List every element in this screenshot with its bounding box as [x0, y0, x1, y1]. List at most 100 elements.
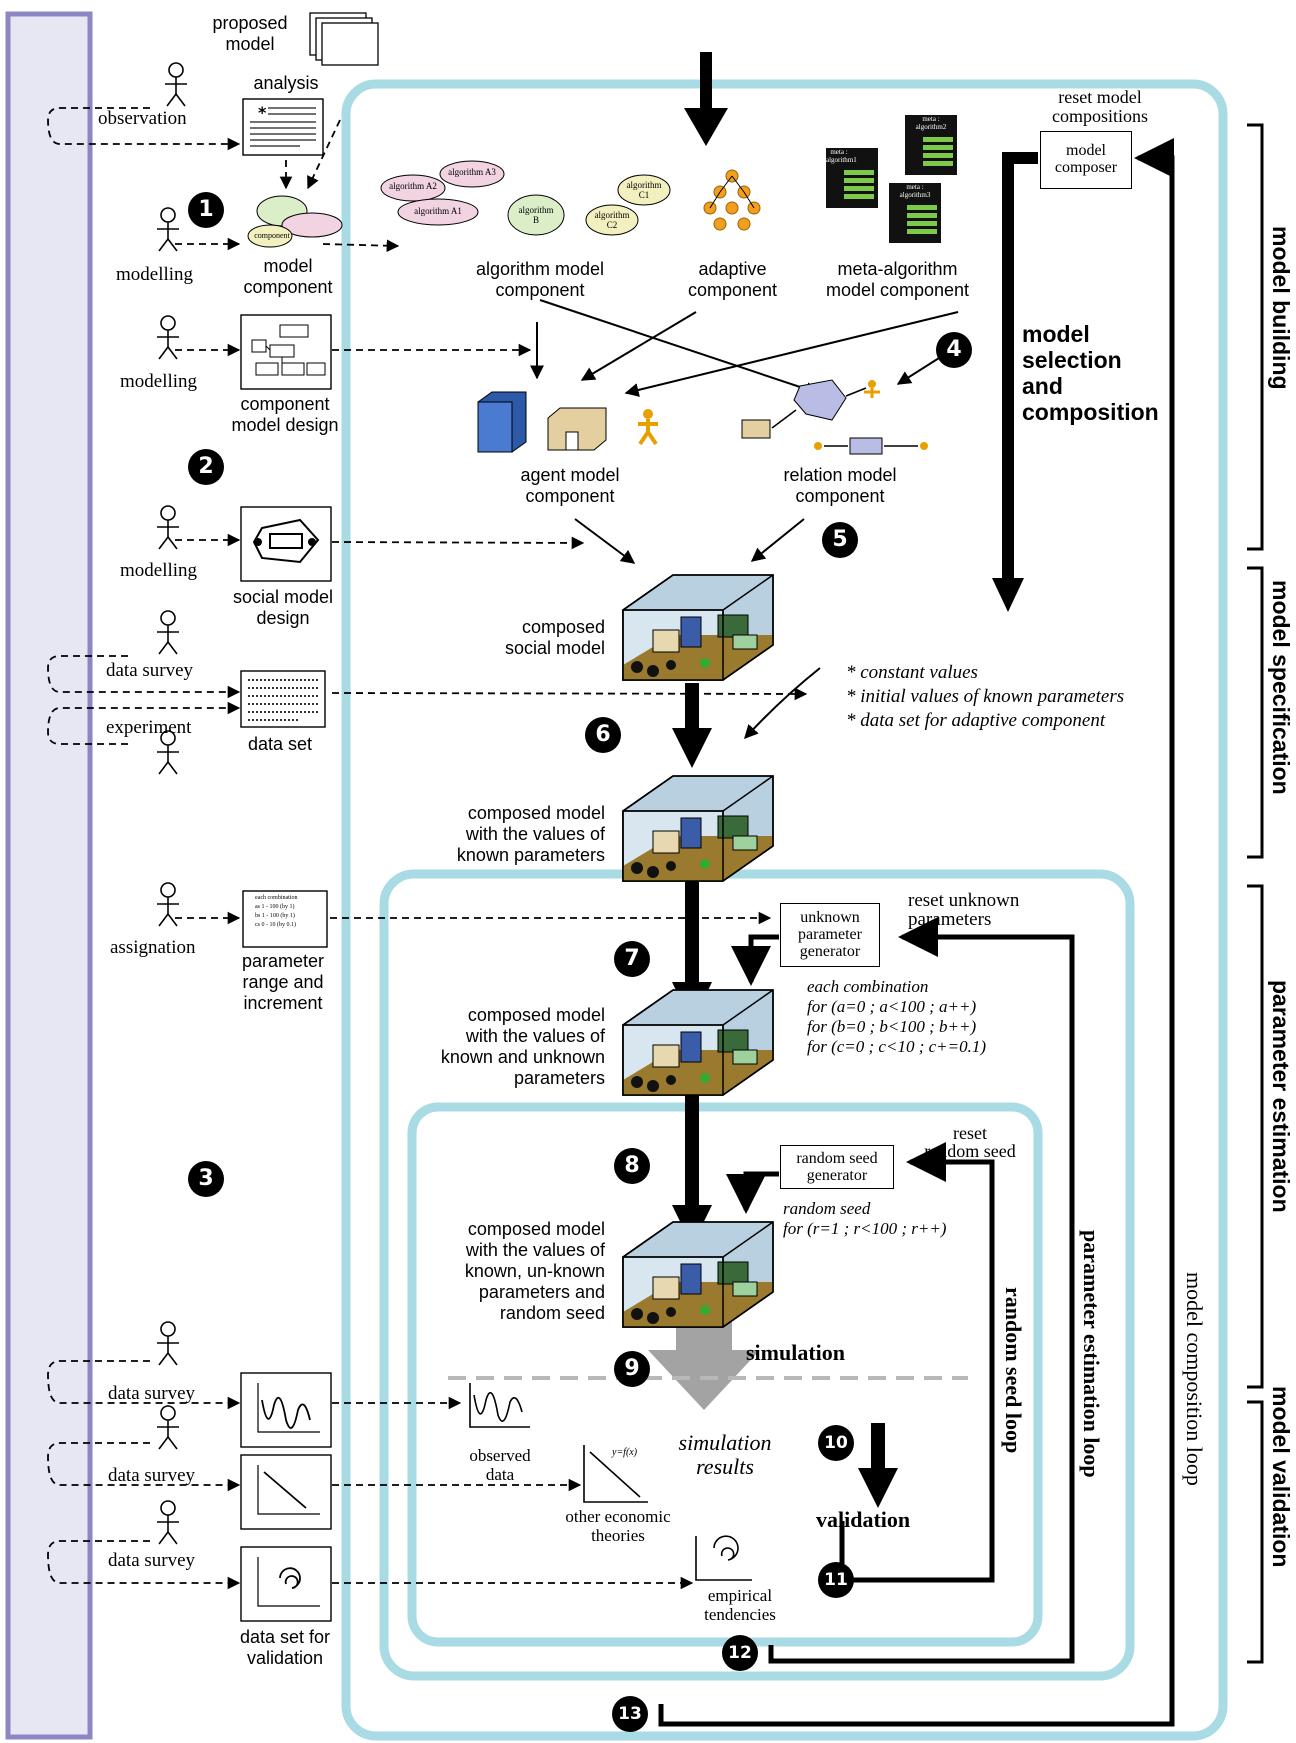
step-8-badge: 8	[614, 1148, 650, 1184]
step-13-badge: 13	[612, 1696, 648, 1732]
person-assignation-icon	[157, 883, 179, 926]
bracket-model-specification	[1247, 568, 1262, 857]
data-survey-1-label: data survey	[106, 660, 193, 681]
simulation-label: simulation	[746, 1342, 845, 1363]
adaptive-tree-icon	[704, 170, 760, 230]
person-observation-icon	[165, 63, 187, 106]
other-economic-theories-label: other economic theories	[548, 1507, 688, 1545]
component-model-design-doc-icon	[241, 315, 331, 389]
component-model-design-label: component model design	[220, 394, 350, 436]
algorithm-model-component-label: algorithm model component	[460, 259, 620, 301]
social-model-design-doc-icon	[241, 507, 331, 581]
validation-label: validation	[816, 1509, 910, 1530]
empirical-tendencies-chart-icon	[696, 1536, 752, 1580]
step-9-badge: 9	[614, 1351, 650, 1387]
person-data-survey-3-icon	[157, 1406, 179, 1449]
agent-model-icons	[478, 392, 658, 452]
step-11-badge: 11	[818, 1562, 854, 1598]
model-selection-label: model selection and composition	[1022, 321, 1159, 425]
analysis-doc-icon: *	[243, 99, 323, 155]
parameter-estimation-loop-label: parameter estimation loop	[1078, 1230, 1104, 1478]
agent-model-component-label: agent model component	[490, 465, 650, 507]
reset-model-compositions-label: reset model compositions	[1035, 88, 1165, 126]
constants-label: * constant values * initial values of kn…	[846, 661, 1124, 733]
meta-3-label: meta : algorithm3	[889, 183, 941, 199]
meta-2-label: meta : algorithm2	[905, 115, 957, 131]
step-1-badge: 1	[188, 192, 224, 228]
step-3-badge: 3	[188, 1161, 224, 1197]
observation-label: observation	[98, 108, 187, 129]
composed-known-model-icon	[623, 776, 773, 881]
step-6-badge: 6	[585, 717, 621, 753]
relation-model-icons	[742, 380, 928, 454]
bracket-parameter-estimation	[1247, 886, 1262, 1387]
algo-b-label: algorithm B	[511, 205, 561, 225]
adaptive-component-label: adaptive component	[670, 259, 795, 301]
algo-c2-label: algorithm C2	[587, 210, 637, 230]
svg-text:*: *	[258, 103, 267, 122]
data-survey-2-label: data survey	[108, 1383, 195, 1404]
observed-data-chart-icon	[470, 1383, 530, 1427]
relation-model-component-label: relation model component	[760, 465, 920, 507]
algo-a2-label: algorithm A2	[383, 181, 443, 191]
person-data-survey-4-icon	[157, 1501, 179, 1544]
proposed-model-doc-icon	[310, 13, 378, 65]
phase-model-building-label: model building	[1267, 226, 1294, 390]
meta-algorithm-model-component-label: meta-algorithm model component	[810, 259, 985, 301]
random-seed-generator-box: random seed generator	[780, 1145, 894, 1189]
meta-algorithm-docs-icon	[826, 115, 957, 243]
experiment-label: experiment	[106, 717, 191, 738]
validation-doc-1-icon	[241, 1373, 331, 1447]
modelling-1-label: modelling	[116, 264, 193, 285]
step-5-badge: 5	[822, 522, 858, 558]
step-7-badge: 7	[614, 941, 650, 977]
reset-random-seed-label: reset random seed	[910, 1124, 1030, 1160]
validation-doc-3-icon	[241, 1547, 331, 1621]
person-modelling-2-icon	[157, 316, 179, 359]
meta-1-label: meta : algorithm1	[826, 148, 852, 164]
proposed-model-label: proposed model	[205, 13, 295, 55]
validation-doc-2-icon	[241, 1455, 331, 1529]
each-combination-label: each combination for (a=0 ; a<100 ; a++)…	[807, 977, 986, 1057]
algo-c1-label: algorithm C1	[619, 180, 669, 200]
empirical-tendencies-label: empirical tendencies	[685, 1586, 795, 1624]
composed-random-seed-model-icon	[623, 1222, 773, 1327]
step-12-badge: 12	[722, 1635, 758, 1671]
composed-social-model-icon	[623, 575, 773, 680]
random-seed-loop-text: random seed for (r=1 ; r<100 ; r++)	[783, 1199, 946, 1239]
modelling-3-label: modelling	[120, 560, 197, 581]
data-set-doc-icon	[241, 671, 325, 727]
model-composition-loop-label: model composition loop	[1181, 1272, 1207, 1486]
phase-model-validation-label: model validation	[1267, 1386, 1294, 1567]
algo-a1-label: algorithm A1	[403, 206, 473, 216]
observed-data-label: observed data	[455, 1446, 545, 1484]
component-bubble-label: component	[252, 231, 292, 240]
data-survey-4-label: data survey	[108, 1550, 195, 1571]
model-component-label: model component	[228, 256, 348, 298]
modelling-2-label: modelling	[120, 371, 197, 392]
model-composer-box: model composer	[1040, 131, 1132, 189]
composed-known-label: composed model with the values of known …	[400, 803, 605, 866]
step-4-badge: 4	[936, 332, 972, 368]
unknown-parameter-generator-box: unknown parameter generator	[780, 903, 880, 967]
person-modelling-3-icon	[157, 506, 179, 549]
bracket-model-validation	[1247, 1402, 1262, 1662]
person-data-survey-icon	[157, 611, 179, 654]
param-doc-text: each combination as 1 - 100 (by 1) bs 1 …	[255, 894, 297, 930]
parameter-range-label: parameter range and increment	[228, 951, 338, 1014]
random-seed-loop-label: random seed loop	[1000, 1287, 1026, 1453]
step-10-badge: 10	[818, 1425, 854, 1461]
step-2-badge: 2	[188, 449, 224, 485]
data-survey-3-label: data survey	[108, 1465, 195, 1486]
left-bar	[8, 14, 90, 1737]
composed-known-unknown-label: composed model with the values of known …	[400, 1005, 605, 1089]
assignation-label: assignation	[110, 937, 196, 958]
social-model-design-label: social model design	[218, 587, 348, 629]
yfx-label: y=f(x)	[612, 1448, 637, 1458]
phase-model-specification-label: model specification	[1267, 580, 1294, 795]
simulation-results-label: simulation results	[660, 1431, 790, 1479]
phase-parameter-estimation-label: parameter estimation	[1267, 980, 1294, 1213]
composed-known-unknown-model-icon	[623, 990, 773, 1095]
composed-random-seed-label: composed model with the values of known,…	[400, 1219, 605, 1324]
reset-unknown-parameters-label: reset unknown parameters	[908, 891, 1019, 929]
